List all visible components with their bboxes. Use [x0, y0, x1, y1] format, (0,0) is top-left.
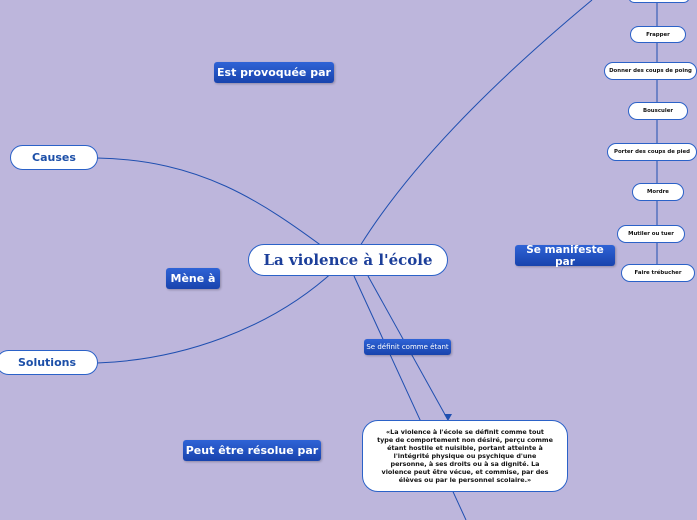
central-topic-label: La violence à l'école: [263, 251, 433, 269]
manifestation-item-label: Mordre: [647, 189, 669, 195]
manifestation-item-label: Frapper: [646, 31, 670, 38]
causes-label: Causes: [32, 151, 76, 164]
manifestation-item-label: Mutiler ou tuer: [628, 231, 674, 237]
manifestation-item[interactable]: Frapper: [630, 26, 686, 43]
solutions-label: Solutions: [17, 356, 77, 369]
manifestation-item[interactable]: Donner des coups de poing: [604, 62, 697, 80]
relation-se-manifeste-par-label: Se manifeste par: [526, 243, 604, 268]
definition-text: «La violence à l'école se définit comme …: [377, 428, 553, 484]
relation-se-manifeste-par[interactable]: Se manifeste par: [515, 243, 615, 268]
connector-causes: [96, 157, 331, 253]
connector-solutions: [96, 269, 336, 364]
manifestation-item[interactable]: Mutiler ou tuer: [617, 225, 685, 243]
relation-peut-etre-resolue-par[interactable]: Peut être résolue par: [183, 440, 321, 461]
manifestation-top-partial[interactable]: [628, 0, 690, 3]
manifestation-item[interactable]: Porter des coups de pied: [607, 143, 697, 161]
manifestation-item[interactable]: Bousculer: [628, 102, 688, 120]
manifestation-item[interactable]: Mordre: [632, 183, 684, 201]
relation-mene-a-label: Mène à: [170, 272, 216, 285]
definition-box[interactable]: «La violence à l'école se définit comme …: [362, 420, 568, 492]
relation-se-definit-comme-etant[interactable]: Se définit comme étant: [364, 339, 451, 355]
relation-est-provoquee-par[interactable]: Est provoquée par: [214, 62, 334, 83]
central-topic[interactable]: La violence à l'école: [248, 244, 448, 276]
manifestation-item-label: Bousculer: [642, 108, 674, 114]
manifestation-item-label: Donner des coups de poing: [609, 68, 692, 74]
causes-node[interactable]: Causes: [10, 145, 98, 170]
manifestation-item[interactable]: Faire trébucher: [621, 264, 695, 282]
manifestation-item-label: Porter des coups de pied: [614, 149, 690, 155]
relation-se-definit-comme-etant-label: Se définit comme étant: [366, 343, 449, 351]
relation-mene-a[interactable]: Mène à: [166, 268, 220, 289]
relation-peut-etre-resolue-par-label: Peut être résolue par: [185, 444, 319, 457]
connector-manifestations: [359, 0, 593, 247]
definition-arrowhead: [444, 414, 452, 421]
solutions-node[interactable]: Solutions: [0, 350, 98, 375]
manifestation-item-label: Faire trébucher: [634, 270, 682, 276]
relation-est-provoquee-par-label: Est provoquée par: [217, 66, 331, 79]
